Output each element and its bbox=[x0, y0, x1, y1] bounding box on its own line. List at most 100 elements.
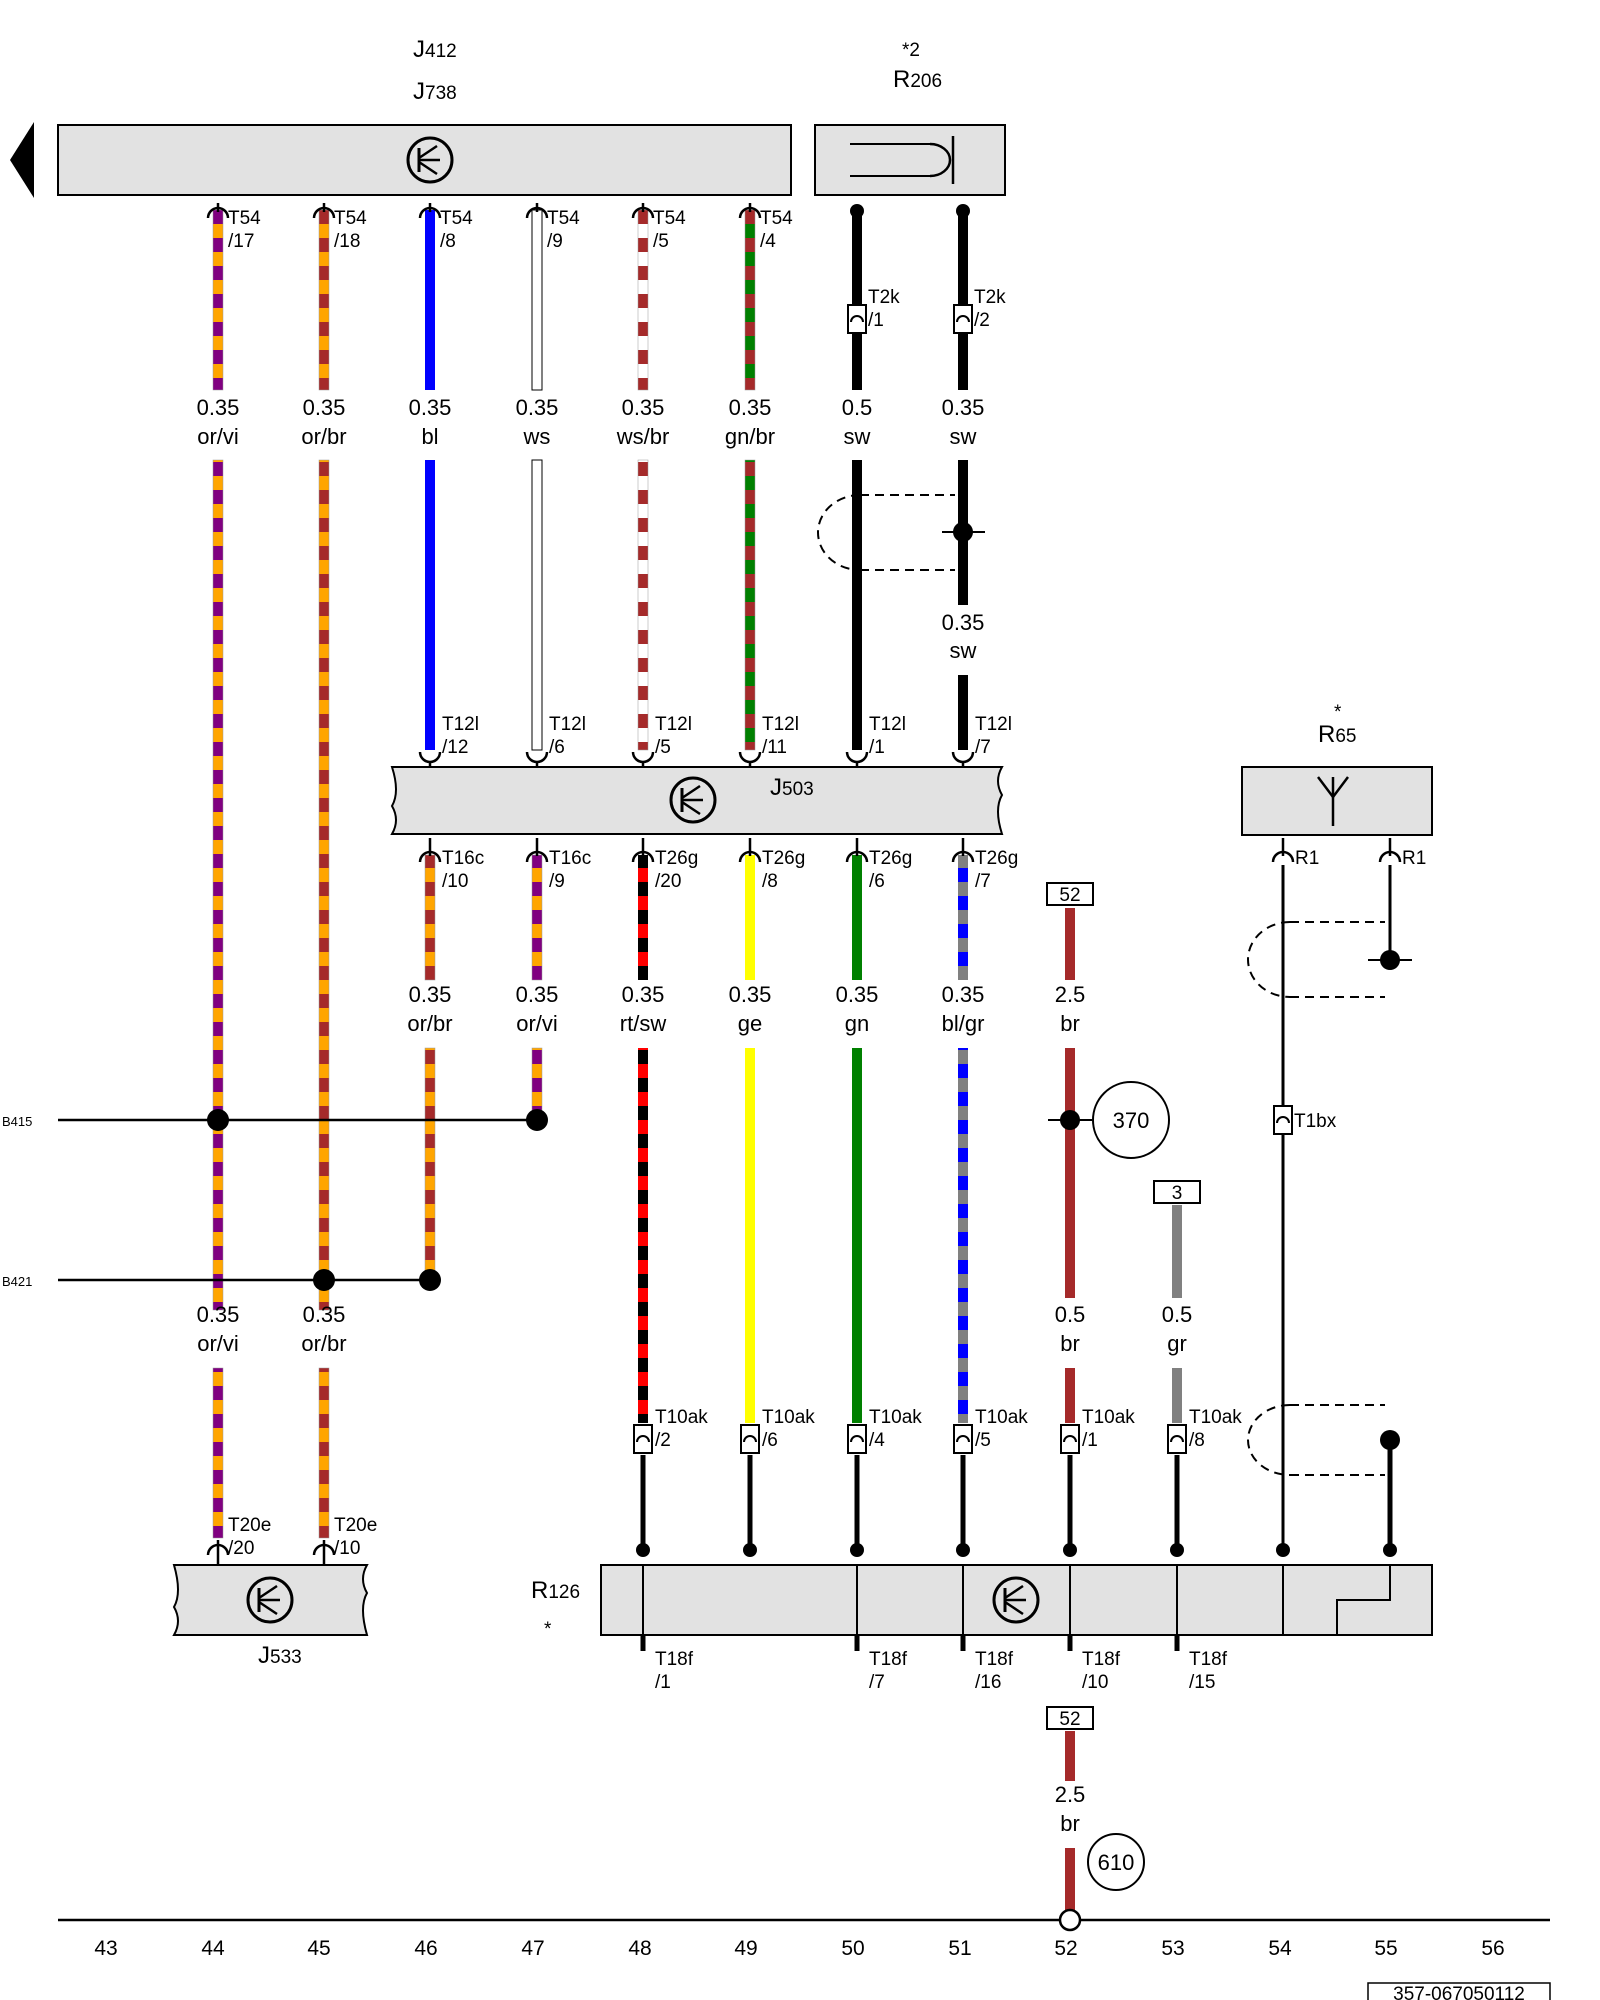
svg-text:0.35: 0.35 bbox=[942, 610, 985, 635]
svg-text:R126: R126 bbox=[531, 1577, 580, 1604]
svg-text:or/vi: or/vi bbox=[197, 424, 239, 449]
svg-text:T26g: T26g bbox=[762, 848, 805, 869]
svg-text:/6: /6 bbox=[549, 737, 565, 758]
r126-internal-lines bbox=[642, 1565, 1391, 1635]
wires-r126-feed bbox=[640, 1440, 1393, 1550]
svg-text:T16c: T16c bbox=[549, 848, 591, 869]
svg-text:J738: J738 bbox=[413, 78, 457, 105]
svg-text:T26g: T26g bbox=[869, 848, 912, 869]
svg-text:55: 55 bbox=[1374, 1937, 1397, 1960]
label-r126: R126 bbox=[531, 1577, 580, 1604]
wires-r65 bbox=[1281, 865, 1392, 1550]
svg-text:T12l: T12l bbox=[549, 714, 586, 735]
svg-text:/12: /12 bbox=[442, 737, 468, 758]
svg-text:T18f: T18f bbox=[655, 1649, 694, 1670]
svg-text:47: 47 bbox=[521, 1937, 544, 1960]
ground-point-icon bbox=[1058, 1908, 1082, 1932]
svg-text:R1: R1 bbox=[1295, 848, 1319, 869]
svg-text:56: 56 bbox=[1481, 1937, 1504, 1960]
wires-lower-lower bbox=[424, 1047, 1182, 1423]
svg-text:370: 370 bbox=[1113, 1108, 1150, 1133]
svg-text:0.35: 0.35 bbox=[303, 395, 346, 420]
labels-t20e: T20e/20 T20e/10 bbox=[228, 1515, 377, 1559]
svg-text:bl: bl bbox=[421, 424, 438, 449]
svg-text:52: 52 bbox=[1059, 885, 1080, 906]
svg-text:/11: /11 bbox=[762, 737, 787, 758]
svg-text:45: 45 bbox=[307, 1937, 330, 1960]
svg-text:or/br: or/br bbox=[301, 424, 346, 449]
shield-ground-dot-r65 bbox=[1368, 950, 1412, 970]
svg-text:ge: ge bbox=[738, 1011, 762, 1036]
connector-pins-t12l bbox=[418, 751, 975, 768]
svg-text:0.35: 0.35 bbox=[942, 395, 985, 420]
svg-text:/5: /5 bbox=[653, 231, 669, 252]
transistor-symbol-icon bbox=[992, 1576, 1040, 1624]
note-r206: *2 bbox=[902, 40, 920, 61]
svg-text:0.35: 0.35 bbox=[942, 982, 985, 1007]
svg-text:/7: /7 bbox=[869, 1672, 885, 1693]
component-r206 bbox=[814, 124, 1006, 196]
pin-dot bbox=[850, 204, 864, 218]
connector-t10ak: T10ak/2 T10ak/6 T10ak/4 T10ak/5 T10ak/1 … bbox=[633, 1407, 1242, 1454]
svg-text:B415: B415 bbox=[2, 1114, 32, 1129]
continuation-arrow-icon bbox=[10, 122, 34, 198]
svg-text:sw: sw bbox=[950, 638, 977, 663]
svg-text:T18f: T18f bbox=[1082, 1649, 1121, 1670]
label-j503: J503 bbox=[770, 774, 814, 801]
svg-text:44: 44 bbox=[201, 1937, 225, 1960]
svg-text:/7: /7 bbox=[975, 737, 991, 758]
svg-text:T10ak: T10ak bbox=[975, 1407, 1028, 1428]
svg-text:T12l: T12l bbox=[762, 714, 799, 735]
svg-text:sw: sw bbox=[950, 424, 977, 449]
svg-text:/2: /2 bbox=[974, 310, 990, 331]
labels-t12l: T12l/12 T12l/6 T12l/5 T12l/11 T12l/1 T12… bbox=[442, 714, 1012, 758]
transistor-symbol-icon bbox=[669, 776, 717, 824]
shield-ground-dot bbox=[942, 522, 985, 542]
svg-text:T10ak: T10ak bbox=[655, 1407, 708, 1428]
svg-text:/8: /8 bbox=[440, 231, 456, 252]
svg-text:0.35: 0.35 bbox=[622, 982, 665, 1007]
note-r65: * bbox=[1334, 702, 1342, 723]
svg-text:/2: /2 bbox=[655, 1430, 671, 1451]
svg-text:T20e: T20e bbox=[334, 1515, 377, 1536]
column-numbers: 43 44 45 46 47 48 49 50 51 52 53 54 55 5… bbox=[94, 1937, 1504, 1960]
svg-text:T54: T54 bbox=[547, 208, 580, 229]
svg-text:0.5: 0.5 bbox=[1055, 1302, 1086, 1327]
svg-text:T26g: T26g bbox=[655, 848, 698, 869]
svg-text:or/br: or/br bbox=[407, 1011, 452, 1036]
svg-text:T20e: T20e bbox=[228, 1515, 271, 1536]
wires-j533 bbox=[212, 1367, 330, 1539]
connector-pins-t54 bbox=[206, 203, 762, 219]
wires-upper bbox=[212, 209, 968, 391]
svg-text:T12l: T12l bbox=[442, 714, 479, 735]
svg-text:0.35: 0.35 bbox=[729, 982, 772, 1007]
svg-text:J503: J503 bbox=[770, 774, 814, 801]
shield-loop bbox=[817, 494, 955, 571]
svg-text:0.35: 0.35 bbox=[516, 982, 559, 1007]
svg-text:or/vi: or/vi bbox=[197, 1331, 239, 1356]
connector-t18f: T18f/1 T18f/7 T18f/16 T18f/10 T18f/15 bbox=[640, 1635, 1228, 1693]
svg-text:52: 52 bbox=[1059, 1709, 1080, 1730]
svg-text:/1: /1 bbox=[868, 310, 884, 331]
svg-text:T54: T54 bbox=[653, 208, 686, 229]
svg-text:/15: /15 bbox=[1189, 1672, 1215, 1693]
labels-lower-connectors: T16c/10 T16c/9 T26g/20 T26g/8 T26g/6 T26… bbox=[442, 848, 1426, 892]
ref-circle-370: 370 bbox=[1048, 1081, 1170, 1159]
svg-text:R1: R1 bbox=[1402, 848, 1426, 869]
ref-box-3: 3 bbox=[1153, 1180, 1201, 1204]
svg-text:sw: sw bbox=[844, 424, 871, 449]
svg-text:51: 51 bbox=[948, 1937, 971, 1960]
svg-text:0.5: 0.5 bbox=[1162, 1302, 1193, 1327]
svg-text:610: 610 bbox=[1098, 1850, 1135, 1875]
svg-text:T10ak: T10ak bbox=[1082, 1407, 1135, 1428]
svg-text:T18f: T18f bbox=[1189, 1649, 1228, 1670]
svg-text:T1bx: T1bx bbox=[1294, 1111, 1337, 1132]
svg-text:43: 43 bbox=[94, 1937, 117, 1960]
svg-text:/6: /6 bbox=[869, 871, 885, 892]
svg-text:R206: R206 bbox=[893, 66, 942, 93]
svg-text:T10ak: T10ak bbox=[1189, 1407, 1242, 1428]
svg-text:/5: /5 bbox=[975, 1430, 991, 1451]
